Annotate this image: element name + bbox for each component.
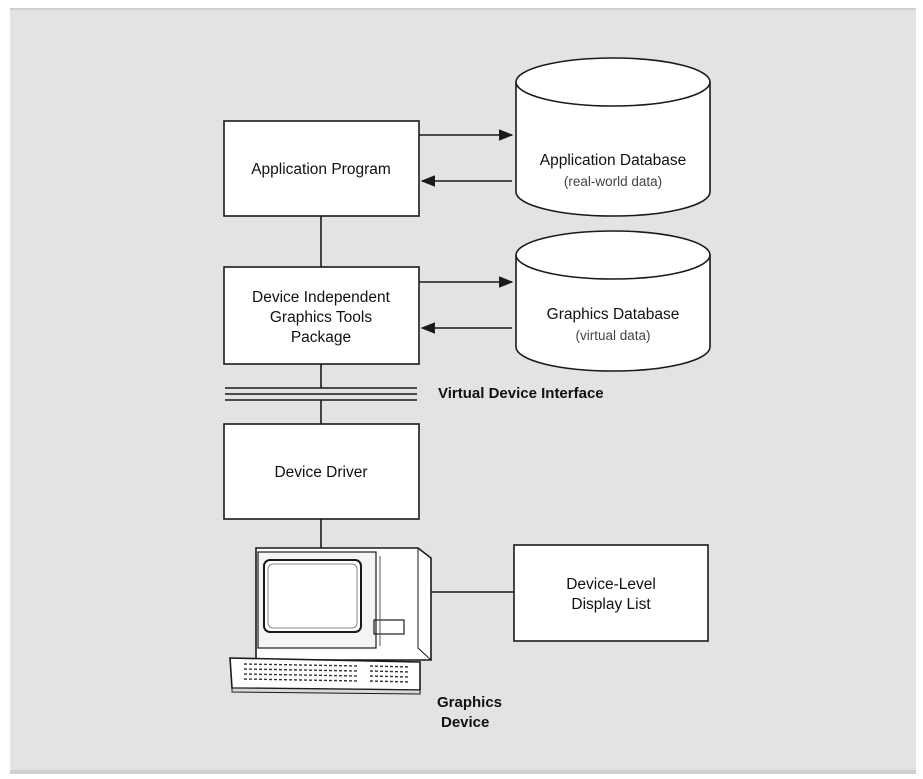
application-database-node: Application Database (real-world data) <box>515 57 711 217</box>
display-list-line-1: Device-Level <box>566 576 656 593</box>
graphics-tools-line-1: Device Independent <box>252 289 391 306</box>
device-driver-node: Device Driver <box>223 423 420 520</box>
display-list-node: Device-Level Display List <box>513 544 709 642</box>
graphics-device-line-1: Graphics <box>437 694 502 711</box>
application-database-subtitle: (real-world data) <box>564 174 662 189</box>
application-program-node: Application Program <box>223 120 420 217</box>
display-list-line-2: Display List <box>571 596 651 613</box>
graphics-terminal-icon <box>229 547 432 695</box>
graphics-tools-line-3: Package <box>291 329 351 346</box>
virtual-device-interface-label: Virtual Device Interface <box>438 385 604 402</box>
graphics-database-subtitle: (virtual data) <box>575 328 650 343</box>
bottom-rule <box>10 770 916 774</box>
device-driver-label: Device Driver <box>274 464 367 481</box>
application-database-label: Application Database <box>540 152 687 169</box>
graphics-database-label: Graphics Database <box>547 306 680 323</box>
graphics-device-line-2: Device <box>441 714 489 731</box>
graphics-database-node: Graphics Database (virtual data) <box>515 230 711 372</box>
virtual-device-interface: Virtual Device Interface <box>225 385 604 402</box>
graphics-tools-package-node: Device Independent Graphics Tools Packag… <box>223 266 420 365</box>
graphics-tools-line-2: Graphics Tools <box>270 309 372 326</box>
application-program-label: Application Program <box>251 161 391 178</box>
top-rule <box>10 8 916 10</box>
